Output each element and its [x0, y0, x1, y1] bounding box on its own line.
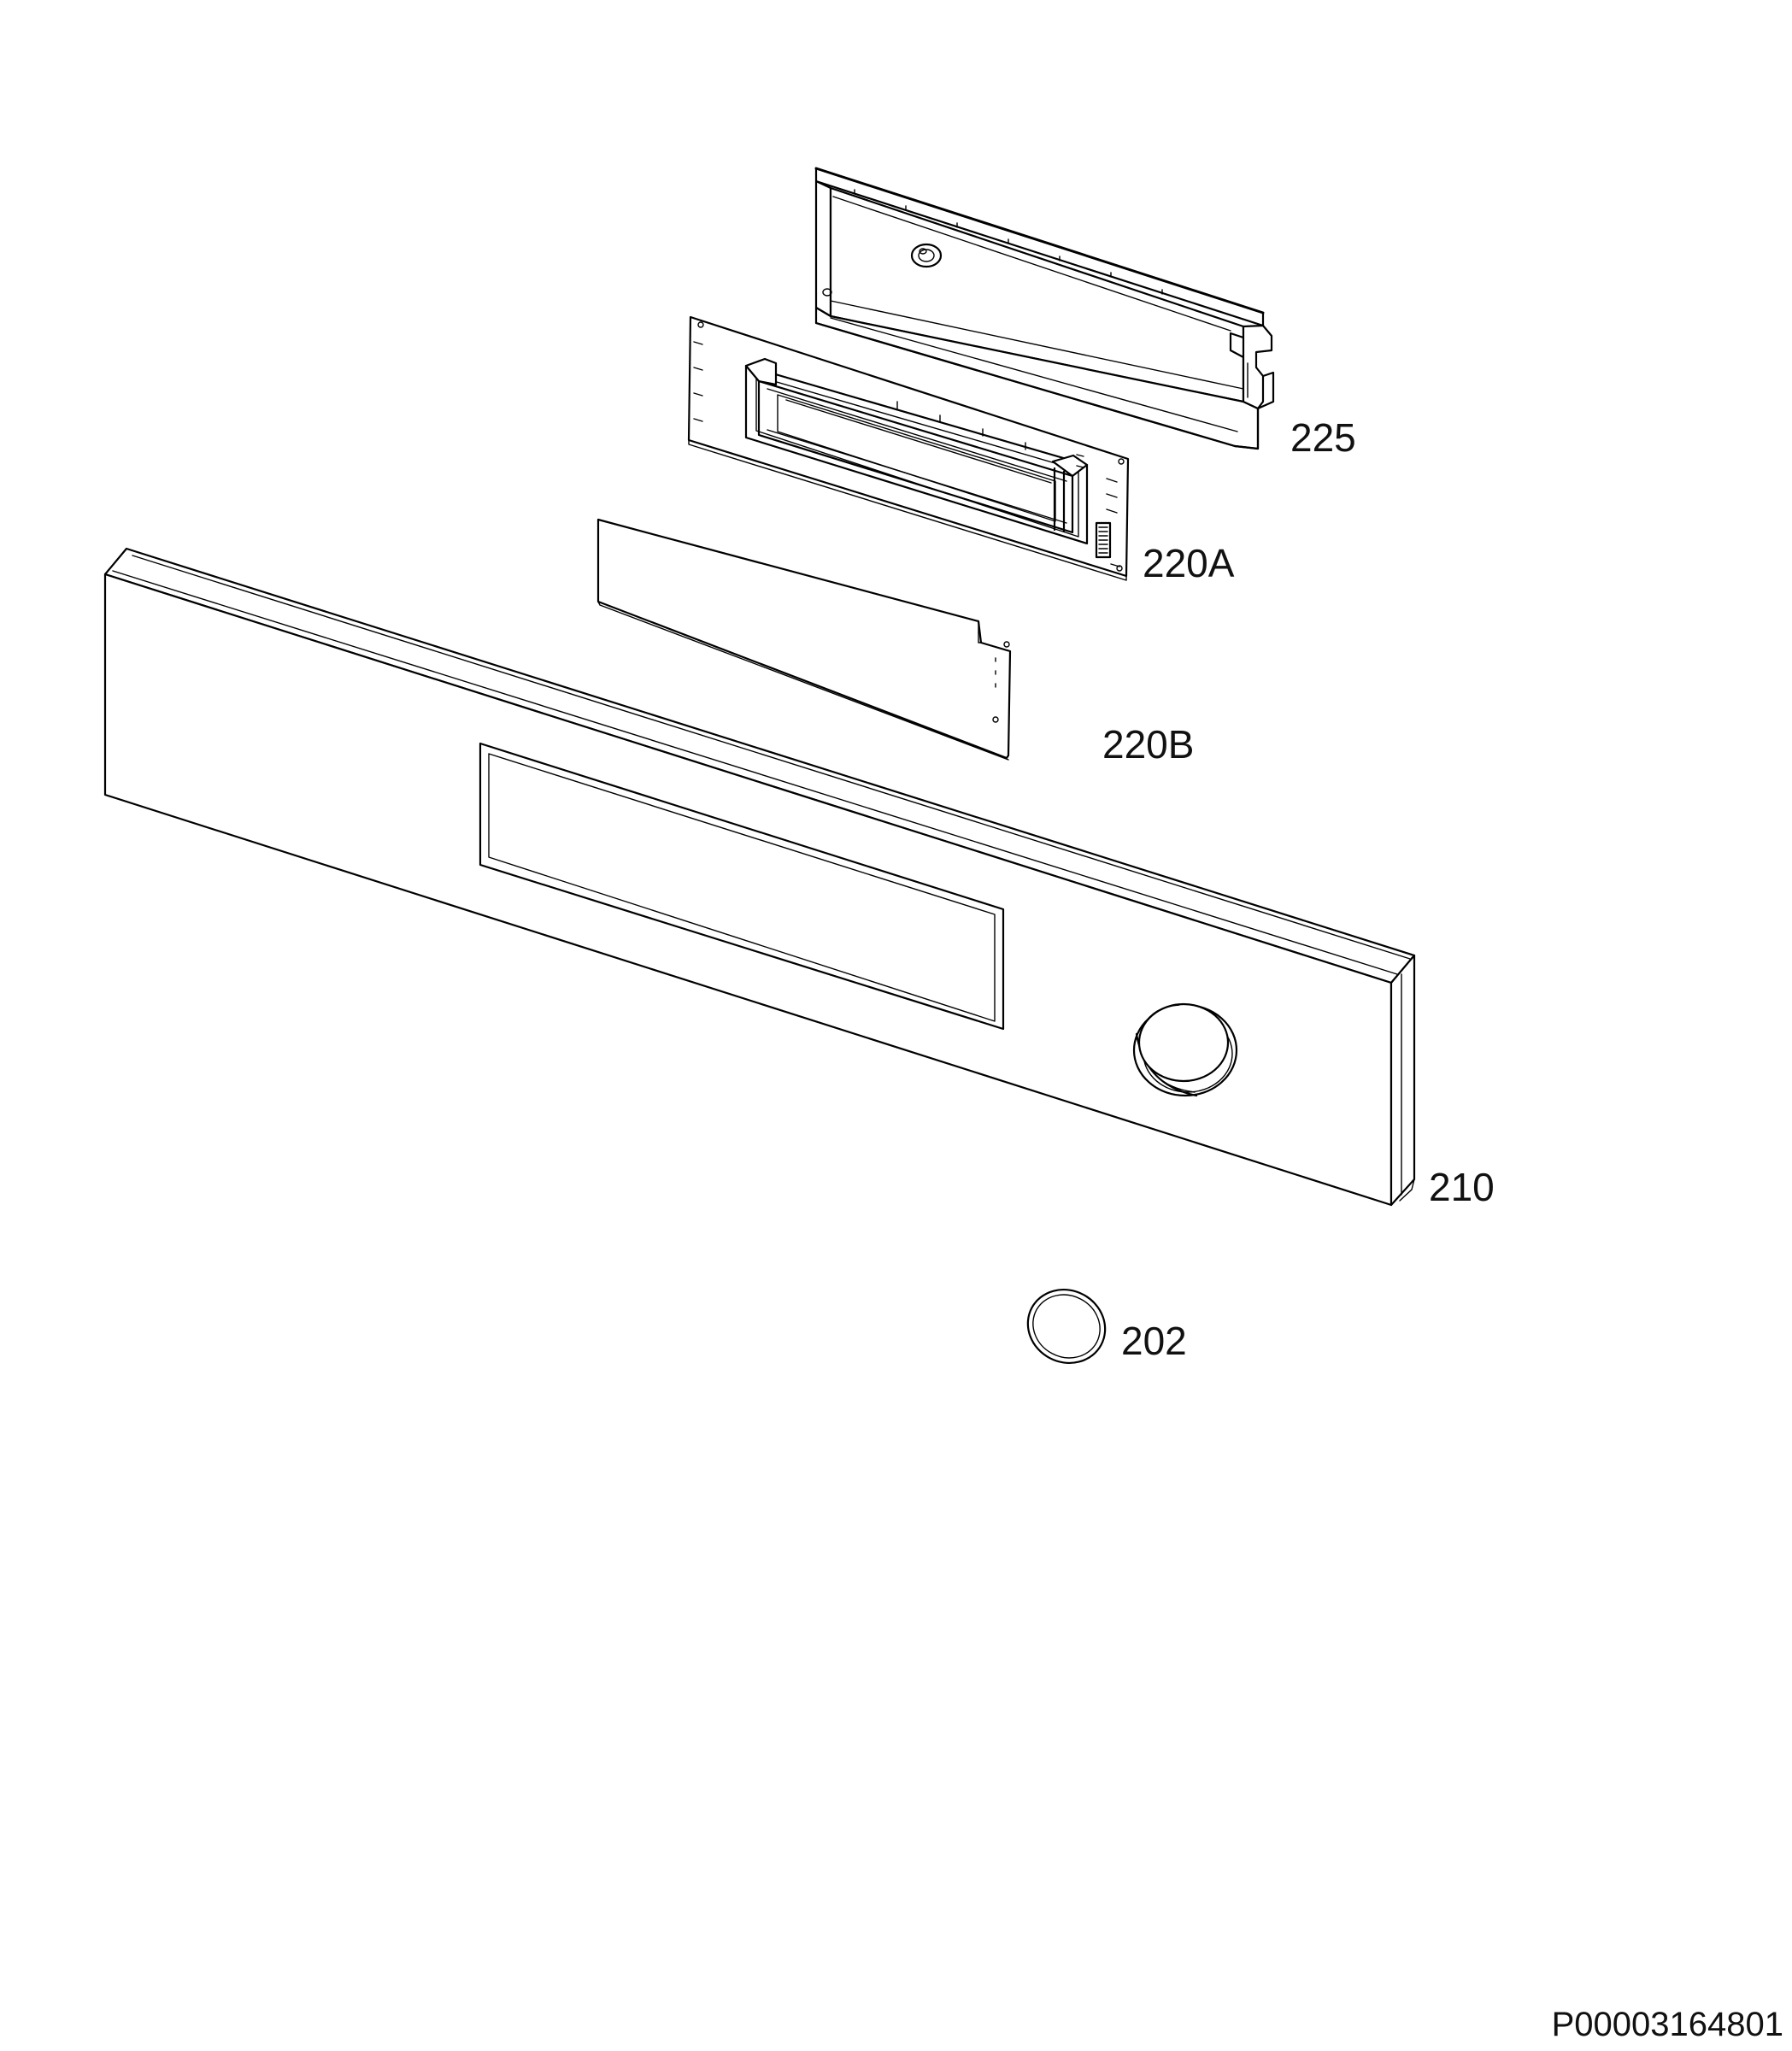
label-210: 210: [1429, 1165, 1495, 1209]
document-id: P00003164801: [1552, 2006, 1783, 2043]
label-220b: 220B: [1102, 722, 1194, 767]
label-225: 225: [1290, 415, 1356, 460]
part-202-ring[interactable]: [1015, 1276, 1119, 1376]
part-210-control-panel[interactable]: [103, 547, 1416, 1207]
part-220a-pcb-display[interactable]: [687, 315, 1130, 581]
label-202: 202: [1121, 1319, 1187, 1363]
part-225-housing-cover[interactable]: [814, 167, 1275, 450]
part-220b-touch-foil[interactable]: [596, 518, 1012, 761]
label-220a: 220A: [1143, 541, 1235, 585]
